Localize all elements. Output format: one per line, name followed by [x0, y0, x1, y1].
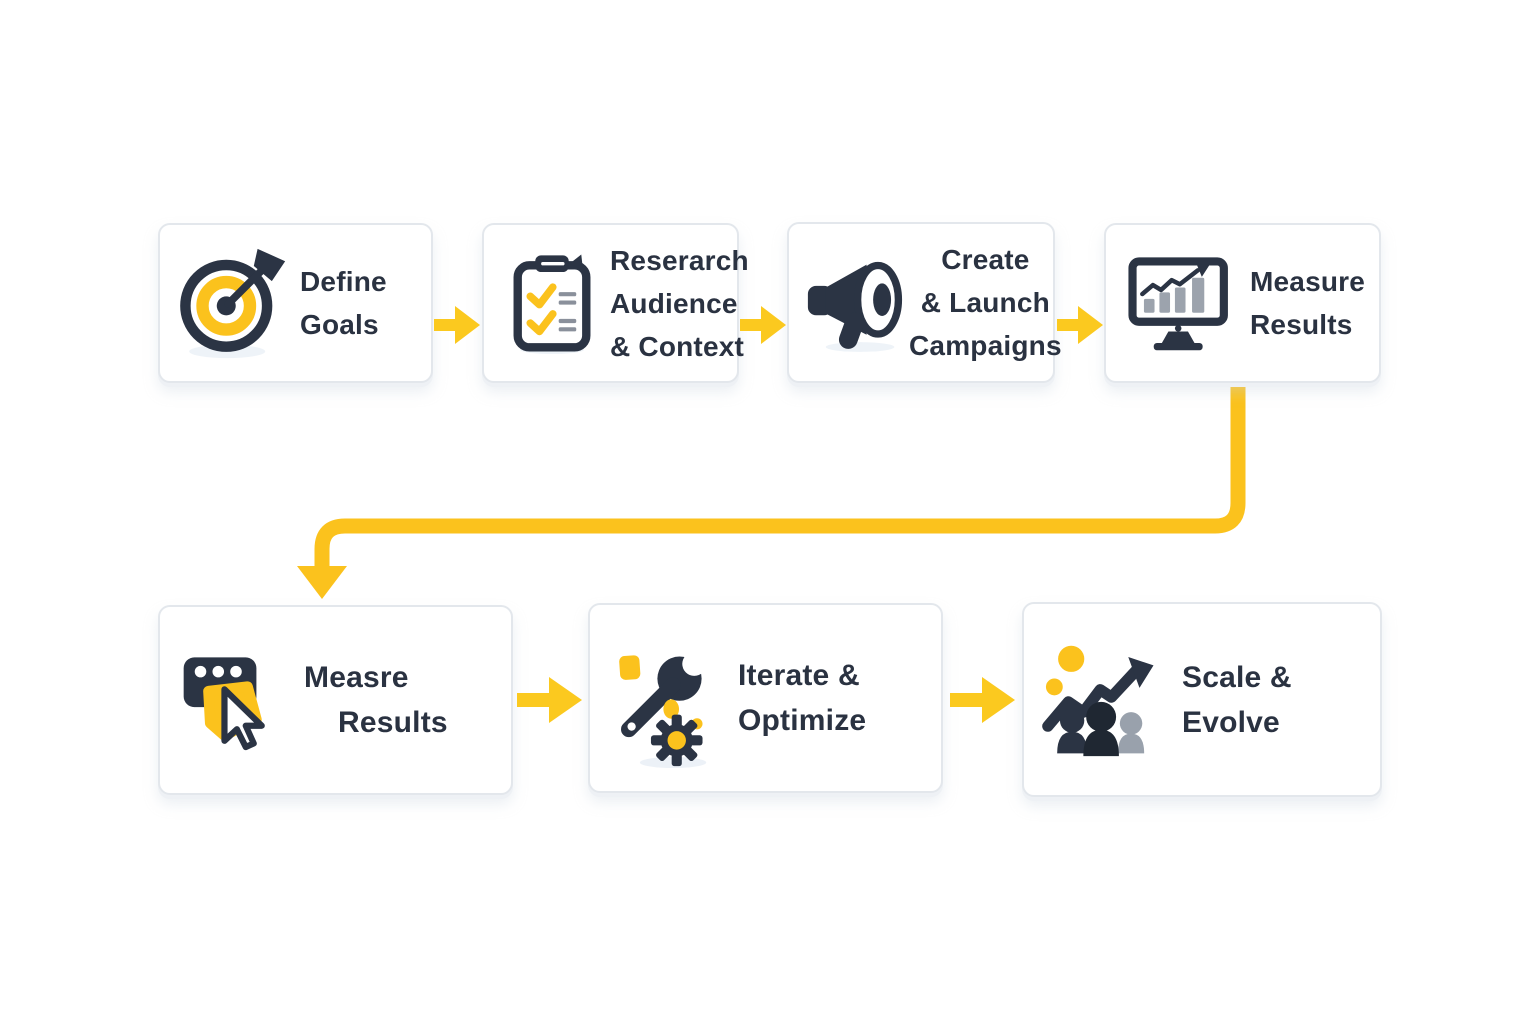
step-label-line: Iterate &: [738, 659, 860, 692]
flow-arrow-right-icon: [517, 677, 582, 723]
step-label-line: Define: [300, 266, 387, 297]
step-label: Define Goals: [300, 260, 387, 346]
monitor-chart-icon: [1126, 253, 1232, 353]
step-label: Scale & Evolve: [1182, 655, 1292, 745]
step-label-line: Campaigns: [909, 330, 1062, 361]
step-define-goals: Define Goals: [158, 223, 433, 383]
step-label-line: Measre: [304, 661, 409, 694]
step-label: Measure Results: [1250, 260, 1365, 346]
step-label-line: Evolve: [1182, 705, 1280, 739]
target-dart-icon: [174, 246, 288, 360]
step-label: Iterate & Optimize: [738, 653, 866, 743]
step-label-line: Results: [1250, 309, 1353, 340]
clipboard-checklist-icon: [506, 251, 598, 355]
step-label-line: Results: [338, 706, 448, 739]
flow-arrow-right-icon: [434, 305, 480, 345]
step-measre-results: Measre Results: [158, 605, 513, 795]
step-label-line: Audience: [610, 287, 738, 319]
step-label: Create & Launch Campaigns: [909, 238, 1062, 367]
step-label-line: Reserarch: [610, 244, 749, 276]
step-label-line: Create: [941, 244, 1030, 275]
megaphone-icon: [803, 253, 909, 353]
step-measure-results: Measure Results: [1104, 223, 1381, 383]
step-label-line: & Context: [610, 330, 745, 362]
step-scale-evolve: Scale & Evolve: [1022, 602, 1382, 797]
people-growth-arrow-icon: [1042, 642, 1164, 758]
step-label-line: & Launch: [920, 287, 1050, 318]
flow-arrow-right-icon: [950, 677, 1015, 723]
cursor-click-icon: [178, 645, 294, 755]
step-label-line: Measure: [1250, 266, 1366, 297]
flow-arrow-right-icon: [1057, 305, 1103, 345]
step-create-launch-campaigns: Create & Launch Campaigns: [787, 222, 1062, 383]
step-label-line: Goals: [300, 309, 379, 340]
step-label-line: Scale &: [1182, 660, 1292, 694]
flow-arrow-right-icon: [740, 305, 786, 345]
step-label-line: Optimize: [738, 704, 867, 737]
step-label: Reserarch Audience & Context: [610, 239, 749, 368]
wrench-gear-icon: [606, 628, 721, 768]
step-iterate-optimize: Iterate & Optimize: [588, 603, 943, 793]
step-label: Measre Results: [304, 655, 448, 745]
step-research-audience-context: Reserarch Audience & Context: [482, 223, 749, 383]
